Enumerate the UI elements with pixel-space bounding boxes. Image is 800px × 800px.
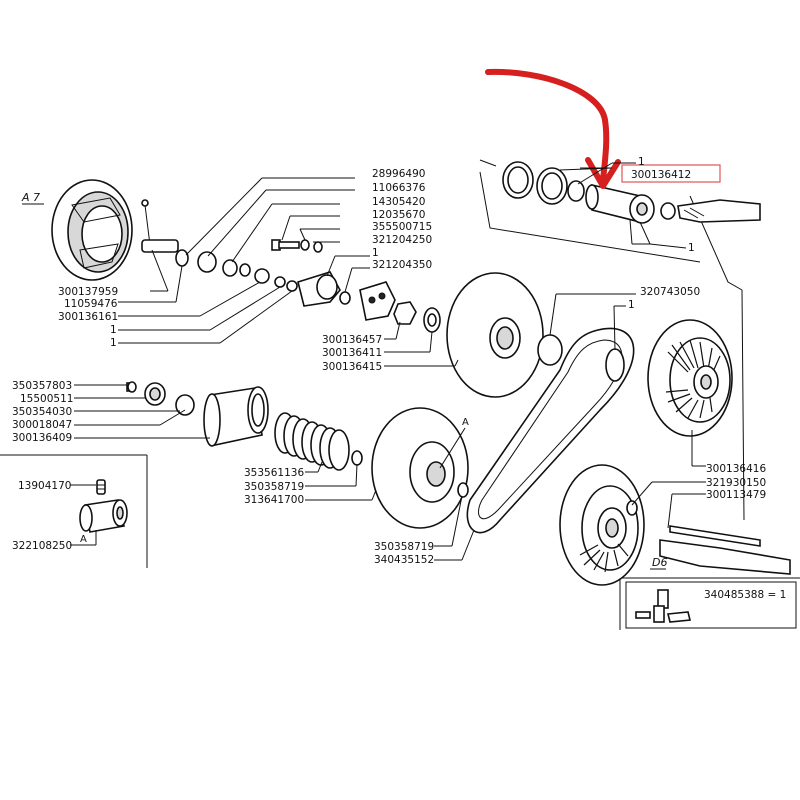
- label-15500511: 15500511: [20, 393, 73, 405]
- label-350357803: 350357803: [12, 380, 72, 392]
- label-14305420: 14305420: [372, 196, 425, 208]
- rear-driven-pulley: D6: [559, 464, 791, 586]
- label-13904170: 13904170: [18, 480, 71, 492]
- axle-shaft: [669, 525, 761, 547]
- marker-a: A: [462, 417, 469, 428]
- label-321204350: 321204350: [372, 259, 432, 271]
- label-350354030: 350354030: [12, 406, 72, 418]
- lever-shaft: [141, 239, 179, 253]
- label-11059476: 11059476: [64, 298, 118, 310]
- marker-a-small: A: [80, 534, 87, 545]
- spring-group: [126, 381, 363, 471]
- label-11066376: 11066376: [372, 182, 426, 194]
- label-313641700: 313641700: [244, 494, 304, 506]
- label-300018047: 300018047: [12, 419, 72, 431]
- a7-cover-assembly: A 7: [21, 179, 298, 292]
- label-300136409: 300136409: [12, 432, 72, 444]
- label-12035670: 12035670: [372, 209, 425, 221]
- section-label-d6: D6: [652, 556, 667, 569]
- inset-bushing: A: [79, 479, 128, 545]
- leader-lines: [70, 162, 706, 561]
- boundary-lines: [0, 159, 800, 630]
- label-350358719-a: 350358719: [244, 481, 304, 493]
- label-300136161: 300136161: [58, 311, 118, 323]
- label-321204250: 321204250: [372, 234, 432, 246]
- label-28996490: 28996490: [372, 168, 425, 180]
- label-322108250: 322108250: [12, 540, 72, 552]
- section-label-a7: A 7: [21, 191, 40, 204]
- drive-belt: [466, 327, 635, 534]
- front-pulley-half: [446, 272, 563, 398]
- label-320743050: 320743050: [640, 286, 700, 298]
- roller-group: [502, 161, 761, 224]
- label-1-c: 1: [110, 337, 117, 349]
- label-300136411: 300136411: [322, 347, 382, 359]
- label-353561136: 353561136: [244, 467, 304, 479]
- label-1-right: 1: [688, 242, 695, 254]
- highlight-part-number: 300136412: [631, 169, 691, 181]
- label-1-b: 1: [110, 324, 117, 336]
- kit-part-label: 340485388 = 1: [704, 589, 786, 601]
- red-arrow: [485, 68, 610, 183]
- label-300136415: 300136415: [322, 361, 382, 373]
- label-1-a: 1: [372, 247, 379, 259]
- drive-shaft-end: [677, 199, 761, 223]
- rear-pulley-half: A: [371, 407, 469, 529]
- label-1-d: 1: [628, 299, 635, 311]
- bracket: [359, 281, 396, 321]
- label-300136416: 300136416: [706, 463, 766, 475]
- label-340435152: 340435152: [374, 554, 434, 566]
- label-300137959: 300137959: [58, 286, 118, 298]
- label-350358719-b: 350358719: [374, 541, 434, 553]
- rear-shaft: [659, 539, 791, 575]
- nut: [393, 301, 417, 325]
- bolt-assembly: [271, 239, 441, 333]
- fan-pulley: [647, 319, 733, 437]
- label-321930150: 321930150: [706, 477, 766, 489]
- label-300136457: 300136457: [322, 334, 382, 346]
- highlight-box: [621, 164, 721, 183]
- kit-box: 340485388 = 1: [625, 581, 797, 629]
- label-300113479: 300113479: [706, 489, 766, 501]
- part-labels: 28996490 11066376 14305420 12035670 3555…: [12, 156, 766, 566]
- coil-spring: [274, 412, 350, 471]
- label-355500715: 355500715: [372, 221, 432, 233]
- label-1-top: 1: [638, 156, 645, 168]
